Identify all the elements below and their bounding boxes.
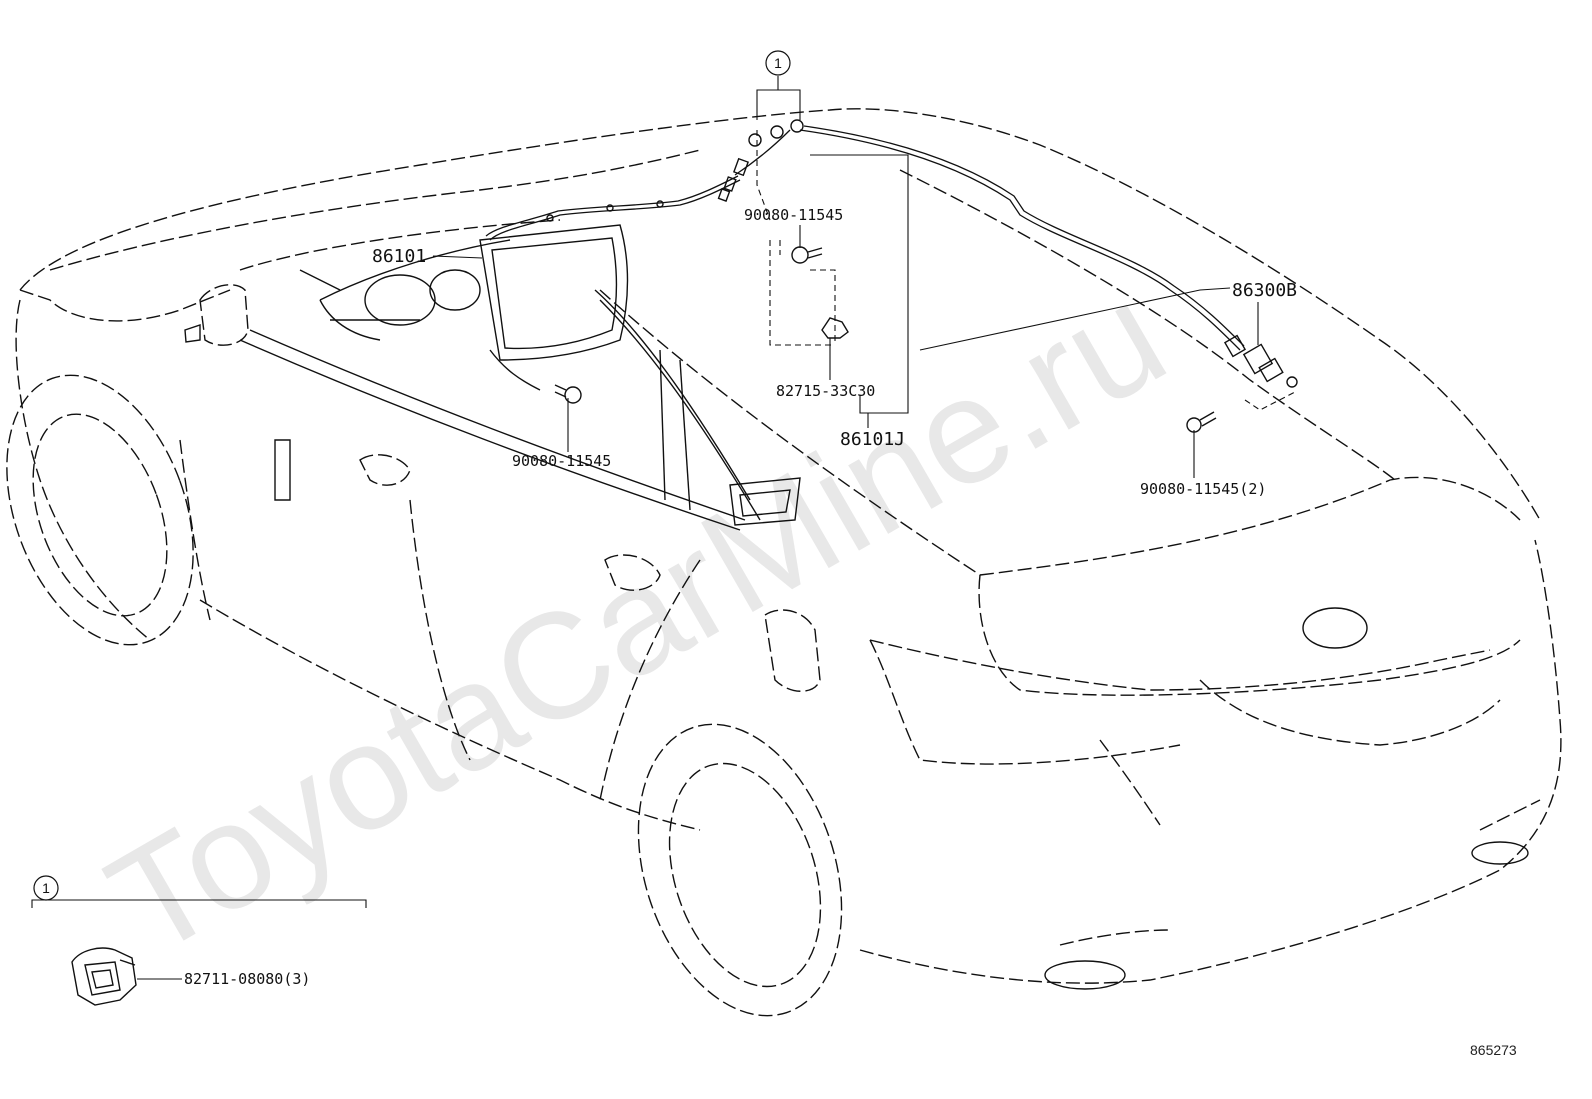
car-outline bbox=[15, 108, 1562, 984]
svg-text:1: 1 bbox=[774, 55, 782, 71]
side-mirror bbox=[184, 284, 249, 346]
watermark-text: ToyotaCarMine.ru bbox=[82, 250, 1191, 987]
diagram-id: 865273 bbox=[1470, 1042, 1517, 1058]
svg-text:1: 1 bbox=[42, 880, 50, 896]
fuel-lid bbox=[764, 609, 821, 692]
callout-circle-top: 1 bbox=[765, 50, 791, 76]
label-bolt-rear: 90080-11545(2) bbox=[1140, 480, 1266, 498]
label-clip: 82711-08080(3) bbox=[184, 970, 310, 988]
label-bolt-lower: 90080-11545 bbox=[512, 452, 611, 470]
bolt-upper-icon bbox=[791, 246, 823, 264]
front-wheel bbox=[6, 374, 194, 646]
label-86101j: 86101J bbox=[840, 429, 905, 450]
bolt-rear-icon bbox=[1186, 411, 1217, 433]
exhaust-tips bbox=[1044, 841, 1529, 990]
label-bolt-upper: 90080-11545 bbox=[744, 206, 843, 224]
dashboard bbox=[274, 224, 801, 526]
clip-icon bbox=[71, 947, 137, 1006]
inset-detail: 1 82711-08080(3) bbox=[31, 875, 367, 1006]
leader-lines bbox=[432, 76, 1296, 478]
antenna-cable bbox=[485, 119, 1298, 388]
door-handles bbox=[359, 454, 661, 591]
window-frame bbox=[239, 289, 761, 531]
label-86101: 86101 bbox=[372, 246, 426, 267]
label-clamp: 82715-33C30 bbox=[776, 382, 875, 400]
clamp-icon bbox=[821, 317, 849, 339]
rear-emblem bbox=[1302, 607, 1368, 649]
label-86300b: 86300B bbox=[1232, 280, 1297, 301]
rear-wheel bbox=[637, 723, 843, 1017]
bolt-lower-icon bbox=[554, 384, 582, 404]
